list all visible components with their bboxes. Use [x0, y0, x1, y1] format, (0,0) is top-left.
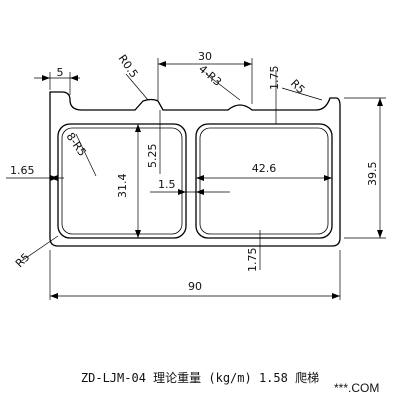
- dim-groove-width: 5: [57, 66, 64, 79]
- left-chamber-inner: [61, 127, 183, 235]
- arrowheads: [42, 61, 383, 299]
- dim-r05: R0.5: [116, 52, 141, 80]
- dim-r5-top: R5: [288, 77, 308, 97]
- dim-chamber-height: 31.4: [116, 174, 129, 199]
- dim-left-wall: 1.65: [10, 164, 35, 177]
- dimension-labels: 30 R0.5 5 4-R3 1.75 R5 8-R5 1.65 31.4 5.…: [10, 50, 379, 293]
- profile-outline: [49, 91, 341, 247]
- right-chamber-inner: [199, 127, 329, 235]
- outer-contour: [49, 91, 341, 247]
- dim-overall-width: 90: [188, 280, 202, 293]
- watermark: ***.COM: [334, 381, 379, 395]
- dim-top-wall: 1.75: [268, 66, 281, 91]
- dim-overall-height: 39.5: [366, 162, 379, 187]
- dim-inner-rib-offset: 5.25: [146, 144, 159, 169]
- dim-eight-r5: 8-R5: [64, 130, 89, 158]
- dim-chamber-width: 42.6: [252, 162, 277, 175]
- dim-top-span: 30: [198, 50, 212, 63]
- dim-rib: 1.5: [158, 178, 176, 191]
- drawing-caption: ZD-LJM-04 理论重量 (kg/m) 1.58 爬梯: [81, 371, 319, 385]
- right-chamber: [195, 123, 333, 239]
- dim-bottom-wall: 1.75: [246, 248, 259, 273]
- dim-r5-bottom: R5: [13, 251, 33, 271]
